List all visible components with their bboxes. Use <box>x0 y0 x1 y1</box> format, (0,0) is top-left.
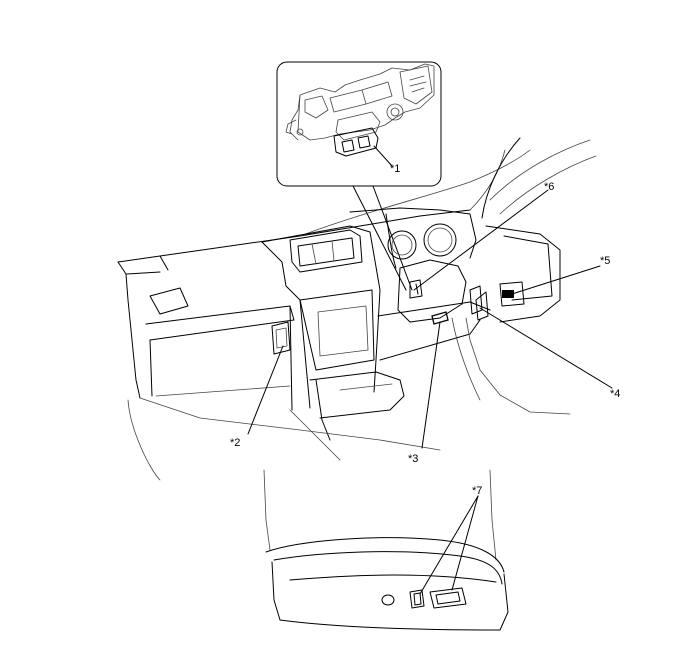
callout-label-2: *2 <box>230 437 240 449</box>
leader-lines <box>247 145 613 595</box>
inset-frame <box>276 61 442 187</box>
detail-inset <box>276 61 442 187</box>
dashboard-drawing <box>117 137 597 481</box>
part-4-shape <box>469 285 483 315</box>
part-7a-shape <box>409 589 425 609</box>
callout-label-1: *1 <box>390 163 400 175</box>
part-7b-shape <box>429 587 467 609</box>
callout-label-4: *4 <box>610 388 620 400</box>
callout-label-3: *3 <box>408 453 418 465</box>
part-2-shape <box>271 321 291 355</box>
part-3-shape <box>431 311 449 325</box>
part-5-shape <box>502 290 514 298</box>
seat-drawing <box>263 469 509 631</box>
callout-label-7: *7 <box>472 485 482 497</box>
callout-label-5: *5 <box>600 255 610 267</box>
callout-label-6: *6 <box>544 181 554 193</box>
